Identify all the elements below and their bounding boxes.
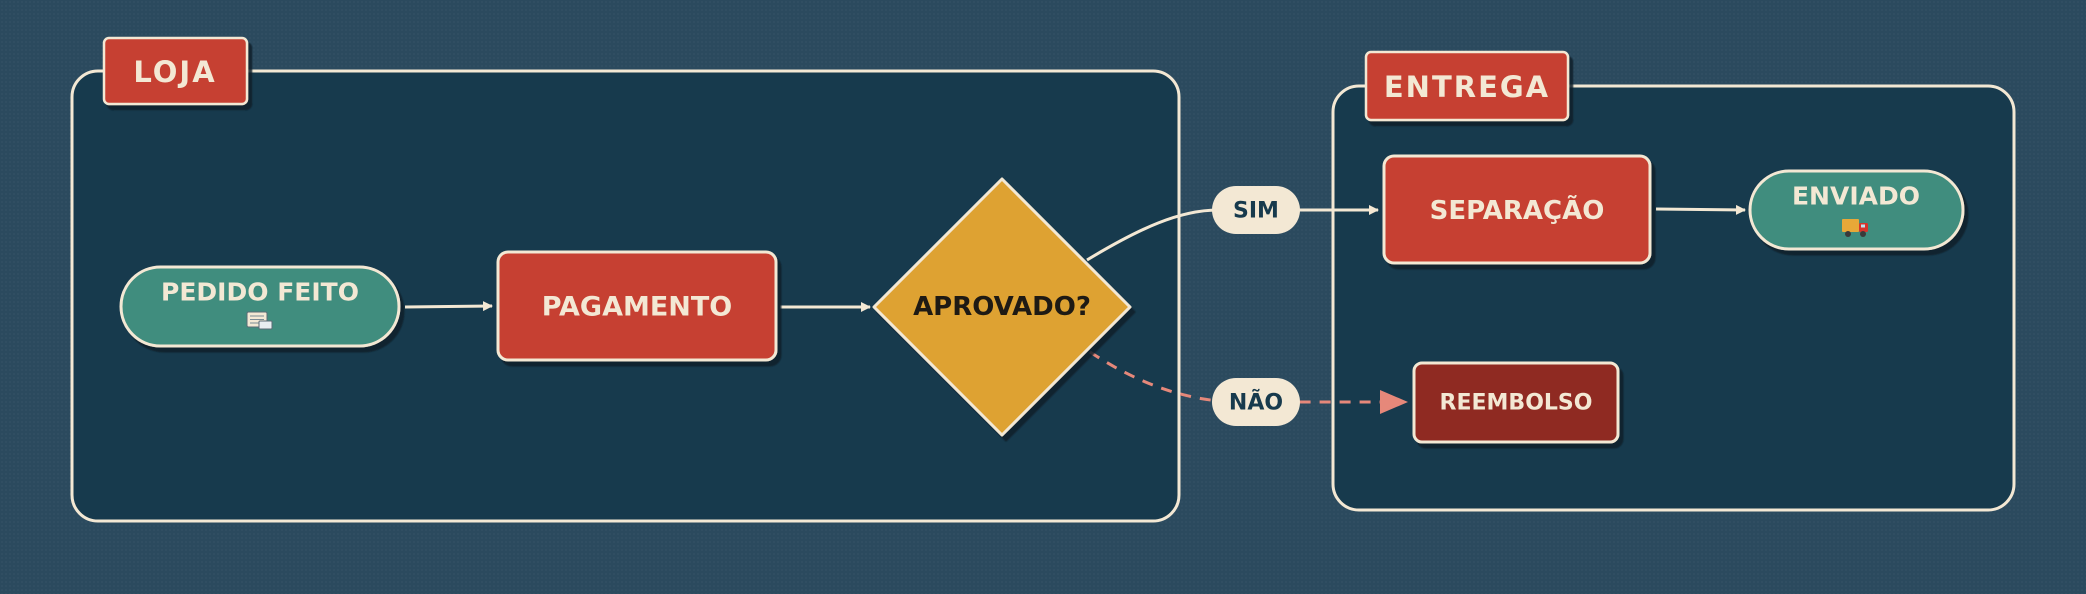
node-pagamento-label: PAGAMENTO	[542, 292, 733, 323]
group-entrega-title-tab	[1364, 50, 1570, 122]
node-pagamento[interactable]: PAGAMENTO	[496, 250, 778, 362]
node-enviado-label: ENVIADO	[1792, 182, 1920, 211]
group-loja-title: LOJA	[133, 55, 216, 89]
node-enviado[interactable]: ENVIADO	[1748, 169, 1965, 251]
group-entrega-title: ENTREGA	[1384, 70, 1550, 104]
edge-label-sim: SIM	[1212, 186, 1300, 234]
node-reembolso-label: REEMBOLSO	[1440, 391, 1593, 416]
node-reembolso[interactable]: REEMBOLSO	[1412, 361, 1620, 444]
node-aprovado-label: APROVADO?	[913, 292, 1091, 322]
edge-label-nao-text: NÃO	[1229, 390, 1283, 416]
delivery-truck-icon	[1842, 219, 1868, 237]
node-separacao-label: SEPARAÇÃO	[1430, 194, 1605, 226]
receipt-icon	[246, 311, 273, 330]
edge-separacao-enviado	[1655, 204, 1746, 215]
node-pedido-feito-label: PEDIDO FEITO	[161, 278, 359, 307]
node-separacao[interactable]: SEPARAÇÃO	[1382, 154, 1652, 265]
edge-label-nao: NÃO	[1212, 378, 1300, 426]
group-loja-title-tab	[102, 36, 249, 106]
edge-pedido-pagamento	[404, 301, 493, 312]
node-pedido-feito[interactable]: PEDIDO FEITO	[119, 265, 401, 348]
node-aprovado[interactable]: APROVADO?	[872, 177, 1132, 437]
edge-aprovado-reembolso-arrowhead	[1380, 390, 1408, 414]
edge-label-sim-text: SIM	[1233, 199, 1279, 224]
edge-aprovado-reembolso	[1089, 350, 1388, 404]
